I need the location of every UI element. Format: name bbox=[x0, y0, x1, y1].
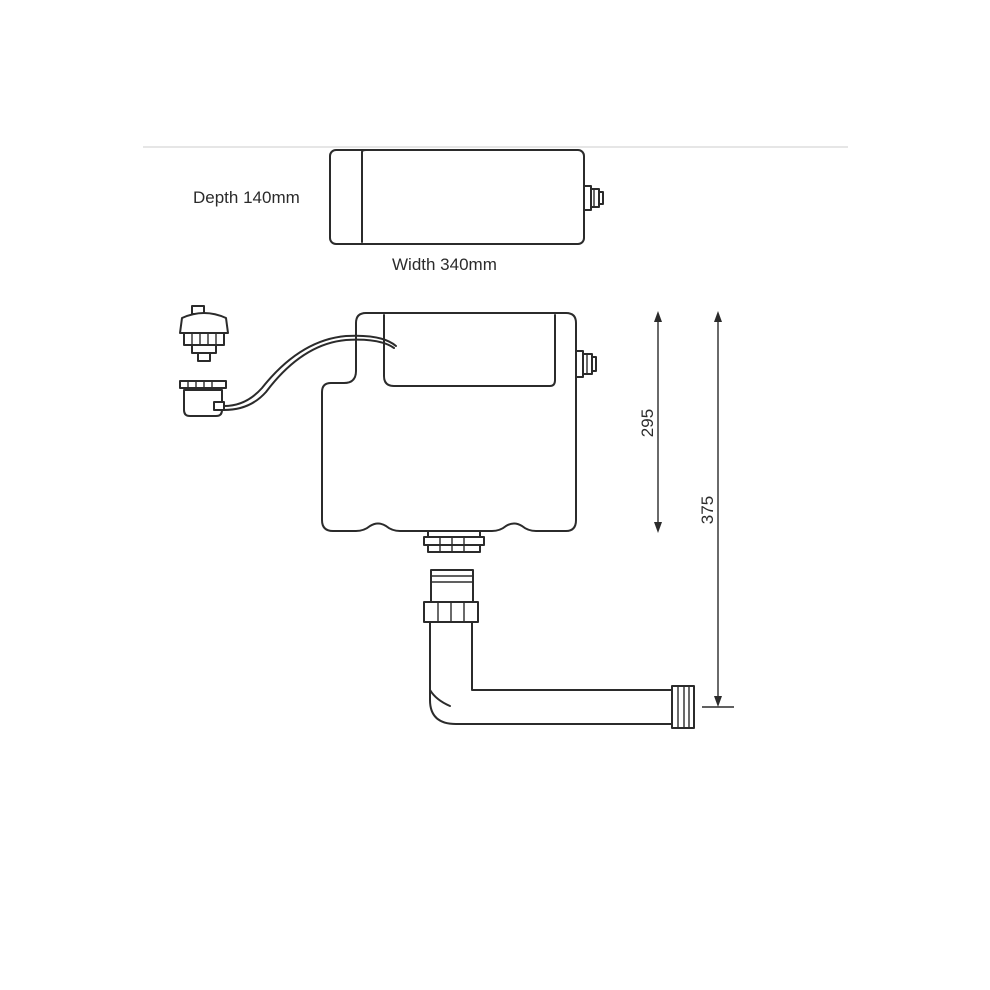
push-button-assembly bbox=[179, 305, 397, 417]
dimension-295 bbox=[654, 311, 662, 533]
depth-label: Depth 140mm bbox=[193, 188, 300, 207]
top-view-inlet-nut bbox=[583, 185, 604, 211]
cistern-body bbox=[321, 312, 577, 532]
dimension-375 bbox=[702, 311, 734, 708]
push-button-top bbox=[179, 305, 229, 362]
cistern-front-view bbox=[321, 312, 597, 553]
pipe-bend bbox=[429, 621, 673, 725]
flush-outlet-connector bbox=[423, 530, 485, 553]
height-375-label: 375 bbox=[698, 495, 717, 525]
air-tube bbox=[223, 334, 397, 407]
top-view-body bbox=[329, 149, 585, 245]
pipe-top-stub bbox=[430, 569, 474, 603]
cistern-lid-panel bbox=[383, 314, 556, 387]
front-view-inlet-nut bbox=[575, 350, 597, 378]
height-295-label: 295 bbox=[638, 408, 657, 438]
push-button-bottom bbox=[179, 380, 227, 417]
pipe-outlet-fitting bbox=[671, 685, 695, 729]
flush-pipe bbox=[423, 569, 695, 729]
width-label: Width 340mm bbox=[392, 255, 497, 274]
cistern-top-view bbox=[329, 149, 604, 245]
